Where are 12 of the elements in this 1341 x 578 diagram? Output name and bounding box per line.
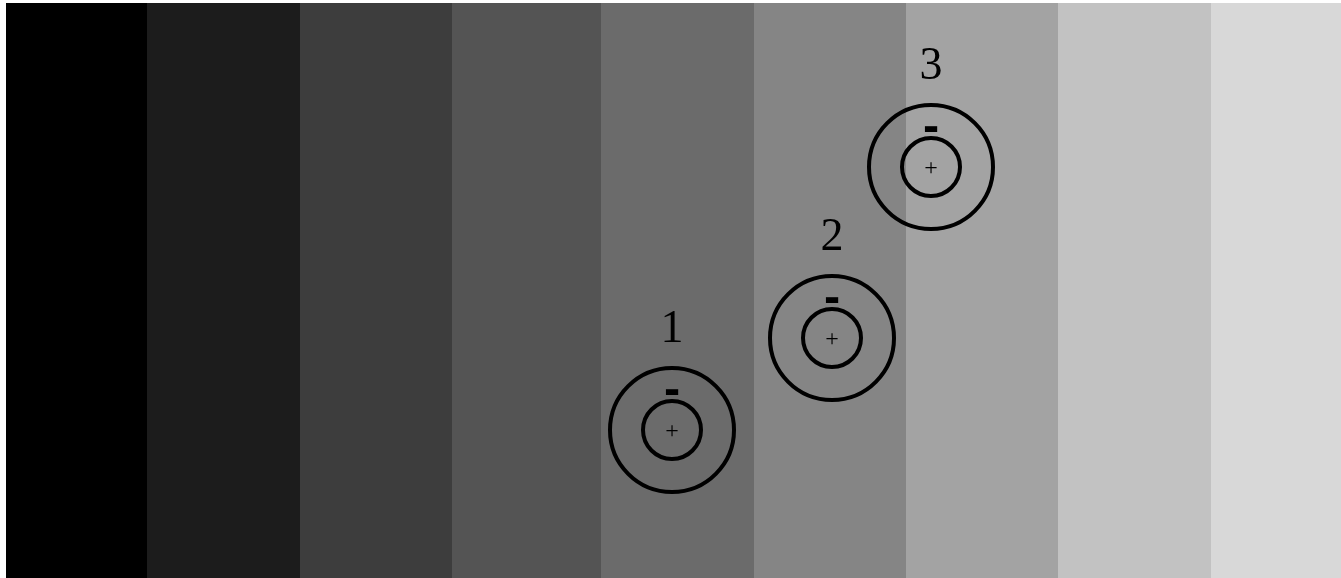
plus-sign: +: [664, 418, 680, 442]
field-number: 1: [659, 304, 685, 350]
minus-sign: -: [822, 278, 842, 318]
minus-sign: -: [921, 107, 941, 147]
minus-sign: -: [662, 370, 682, 410]
field-number: 2: [819, 212, 845, 258]
inner-circle: [900, 136, 962, 198]
field-number: 3: [918, 41, 944, 87]
plus-sign: +: [824, 326, 840, 350]
inner-circle: [641, 399, 703, 461]
inner-circle: [801, 307, 863, 369]
plus-sign: +: [923, 155, 939, 179]
